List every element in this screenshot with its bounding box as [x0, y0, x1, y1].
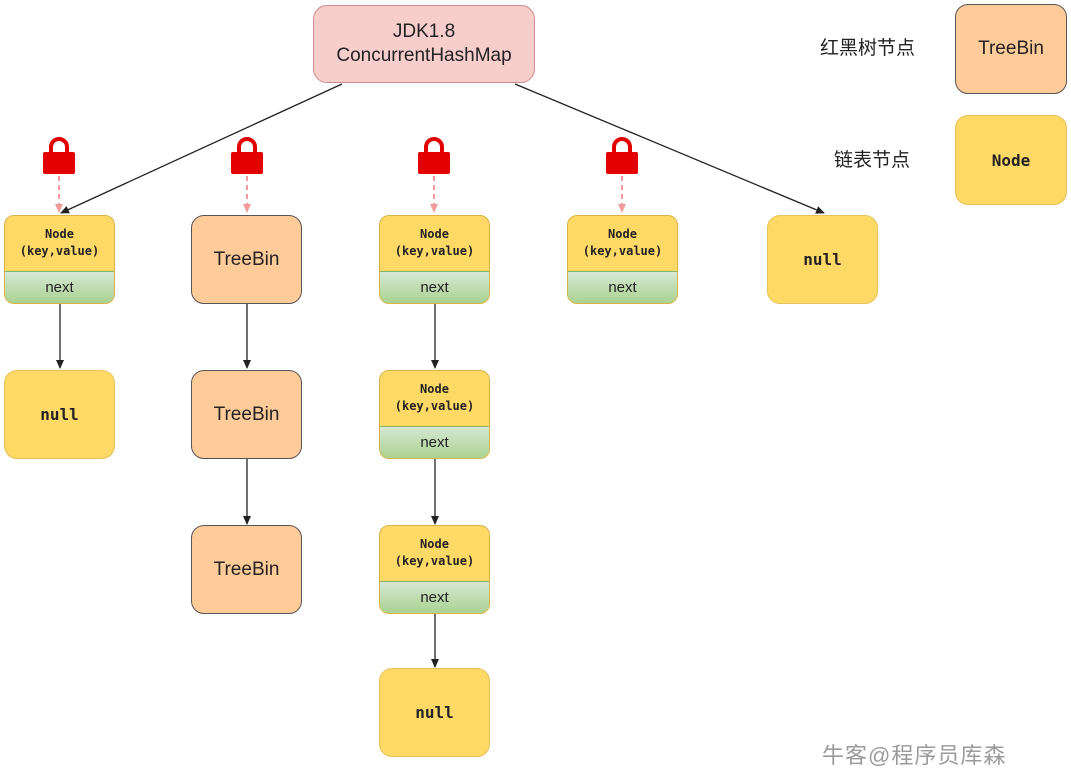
legend-node-box: Node [955, 115, 1067, 205]
lock-icon [231, 137, 263, 174]
edge-root-to-bucket-1 [60, 83, 343, 214]
hash-node: Node (key,value) next [379, 215, 490, 304]
treebin-node: TreeBin [191, 370, 302, 459]
lock-icon [43, 137, 75, 174]
root-title-line1: JDK1.8 [392, 21, 456, 42]
legend-treebin-box: TreeBin [955, 4, 1067, 94]
null-node: null [4, 370, 115, 459]
edge-root-to-bucket-5 [514, 83, 825, 214]
node-key-value: Node (key,value) [394, 537, 475, 568]
node-key-value: Node (key,value) [582, 227, 663, 258]
node-key-value: Node (key,value) [19, 227, 100, 258]
root-concurrenthashmap: JDK1.8 ConcurrentHashMap [313, 5, 535, 83]
hash-node: Node (key,value) next [379, 370, 490, 459]
null-node: null [767, 215, 878, 304]
node-next-pointer: next [5, 271, 114, 303]
root-title-line2: ConcurrentHashMap [336, 45, 512, 66]
hash-node: Node (key,value) next [567, 215, 678, 304]
hash-node: Node (key,value) next [379, 525, 490, 614]
legend-rbtree-label: 红黑树节点 [820, 38, 916, 59]
treebin-node: TreeBin [191, 215, 302, 304]
node-key-value: Node (key,value) [394, 227, 475, 258]
node-next-pointer: next [380, 271, 489, 303]
node-next-pointer: next [380, 581, 489, 613]
node-next-pointer: next [568, 271, 677, 303]
legend-list-label: 链表节点 [834, 150, 911, 171]
lock-icon [606, 137, 638, 174]
node-next-pointer: next [380, 426, 489, 458]
lock-icon [418, 137, 450, 174]
hash-node: Node (key,value) next [4, 215, 115, 304]
treebin-node: TreeBin [191, 525, 302, 614]
node-key-value: Node (key,value) [394, 382, 475, 413]
null-node: null [379, 668, 490, 757]
watermark: 牛客@程序员库森 [822, 743, 1007, 768]
